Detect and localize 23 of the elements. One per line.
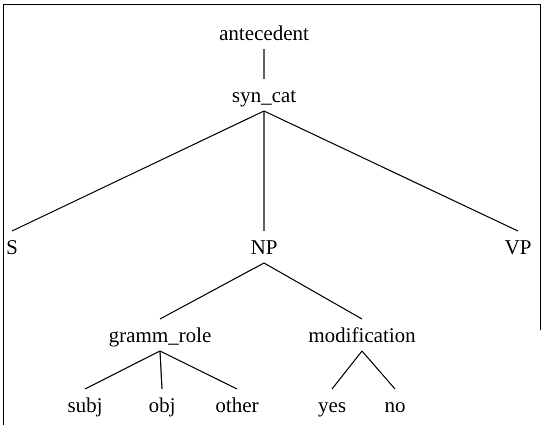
tree-label: other — [215, 393, 259, 417]
tree-branch — [160, 350, 238, 390]
tree-branch — [263, 111, 265, 231]
tree-label: obj — [148, 393, 176, 417]
tree-label: modification — [308, 323, 416, 347]
tree-label: subj — [68, 393, 102, 417]
tree-label: antecedent — [219, 21, 309, 45]
tree-label: syn_cat — [232, 83, 296, 107]
tree-branch — [264, 262, 362, 320]
tree-label: no — [384, 393, 406, 417]
tree-branch — [159, 350, 163, 390]
tree-branch — [12, 110, 264, 232]
tree-branch — [160, 262, 264, 320]
tree-branch — [332, 350, 362, 390]
tree-label: gramm_role — [108, 323, 212, 347]
tree-branch — [264, 110, 518, 232]
tree-label: NP — [250, 235, 278, 259]
tree-branch — [263, 49, 265, 79]
tree-label: VP — [504, 235, 532, 259]
tree-branch — [362, 350, 396, 390]
tree-label: yes — [318, 393, 346, 417]
tree-branch — [84, 350, 160, 390]
tree-label: S — [6, 235, 18, 259]
